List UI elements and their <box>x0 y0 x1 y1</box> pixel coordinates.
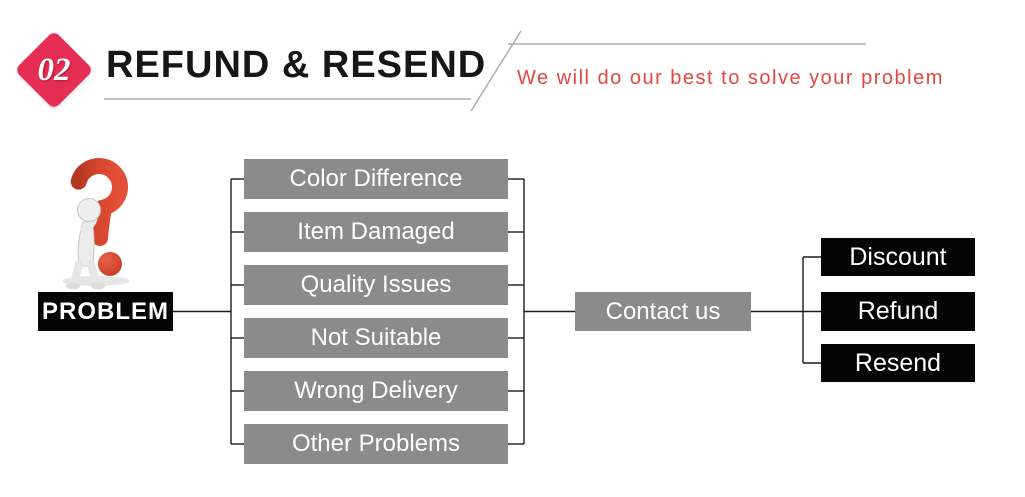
issue-box-not-suitable: Not Suitable <box>244 318 508 358</box>
question-mark-figure-image <box>62 158 130 290</box>
issue-box-quality-issues: Quality Issues <box>244 265 508 305</box>
problem-label-box: PROBLEM <box>38 292 173 331</box>
issue-box-color-difference: Color Difference <box>244 159 508 199</box>
solution-box-discount: Discount <box>821 238 975 276</box>
section-number-badge: 02 <box>14 30 94 110</box>
section-number: 02 <box>37 51 71 88</box>
solution-box-resend: Resend <box>821 344 975 382</box>
question-mark-dot <box>98 252 122 276</box>
issue-box-item-damaged: Item Damaged <box>244 212 508 252</box>
solution-box-refund: Refund <box>821 292 975 331</box>
contact-us-box: Contact us <box>575 292 751 331</box>
question-mark-hook <box>70 158 128 246</box>
issue-box-wrong-delivery: Wrong Delivery <box>244 371 508 411</box>
issue-box-other-problems: Other Problems <box>244 424 508 464</box>
subtitle-text: We will do our best to solve your proble… <box>517 67 944 89</box>
page-title: REFUND & RESEND <box>106 44 487 86</box>
thinking-figure <box>66 198 105 290</box>
